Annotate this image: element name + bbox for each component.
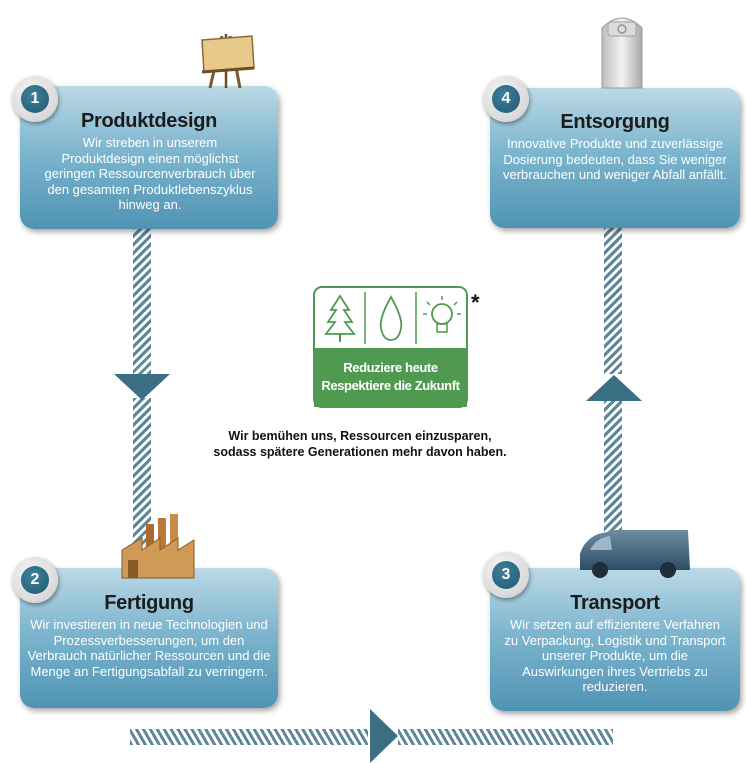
step-3-box: Transport Wir setzen auf effizientere Ve… xyxy=(490,568,740,711)
connector-2-3-left xyxy=(130,729,368,745)
step-4-text: Innovative Produkte und zuverlässige Dos… xyxy=(502,136,728,182)
step-2-badge: 2 xyxy=(12,557,58,603)
reduce-respect-logo: Reduziere heute Respektiere die Zukunft xyxy=(313,286,468,408)
step-2-title: Fertigung xyxy=(104,592,194,614)
light-bulb-icon xyxy=(423,296,461,333)
center-caption-line-2: sodass spätere Generationen mehr davon h… xyxy=(213,445,507,459)
logo-line-1: Reduziere heute xyxy=(343,360,438,375)
step-1-text: Wir streben in unserem Produktdesign ein… xyxy=(44,135,256,212)
water-drop-icon xyxy=(379,295,403,341)
connector-2-3-right xyxy=(398,729,613,745)
step-3-badge: 3 xyxy=(483,552,529,598)
step-2-text: Wir investieren in neue Technologien und… xyxy=(27,617,271,679)
trash-bin-icon xyxy=(601,17,643,89)
step-1-title: Produktdesign xyxy=(80,110,218,132)
step-4-box: Entsorgung Innovative Produkte und zuver… xyxy=(490,88,740,228)
step-4-number: 4 xyxy=(492,85,520,113)
step-2-number: 2 xyxy=(21,566,49,594)
arrow-down-icon xyxy=(114,374,170,400)
step-3-text: Wir setzen auf effizientere Verfahren zu… xyxy=(504,617,726,694)
center-caption-line-1: Wir bemühen uns, Ressourcen einzusparen, xyxy=(228,429,492,443)
connector-1-2 xyxy=(133,226,151,376)
step-3-number: 3 xyxy=(492,561,520,589)
step-4-title: Entsorgung xyxy=(560,111,670,133)
logo-line-2: Respektiere die Zukunft xyxy=(321,378,460,393)
factory-icon xyxy=(121,514,195,579)
connector-1-2-lower xyxy=(133,398,151,548)
center-caption: Wir bemühen uns, Ressourcen einzusparen,… xyxy=(160,428,560,460)
step-1-badge: 1 xyxy=(12,76,58,122)
step-4-badge: 4 xyxy=(483,76,529,122)
arrow-right-icon xyxy=(370,709,398,763)
step-1-box: Produktdesign Wir streben in unserem Pro… xyxy=(20,86,278,229)
step-3-title: Transport xyxy=(570,592,660,614)
connector-3-4-lower xyxy=(604,400,622,550)
easel-icon xyxy=(201,34,255,89)
connector-3-4-upper xyxy=(604,226,622,374)
logo-frame xyxy=(313,286,468,408)
arrow-up-icon xyxy=(586,375,642,401)
van-icon xyxy=(580,530,690,578)
step-2-box: Fertigung Wir investieren in neue Techno… xyxy=(20,568,278,708)
logo-asterisk: * xyxy=(471,290,480,315)
tree-icon xyxy=(324,294,356,342)
step-1-number: 1 xyxy=(21,85,49,113)
